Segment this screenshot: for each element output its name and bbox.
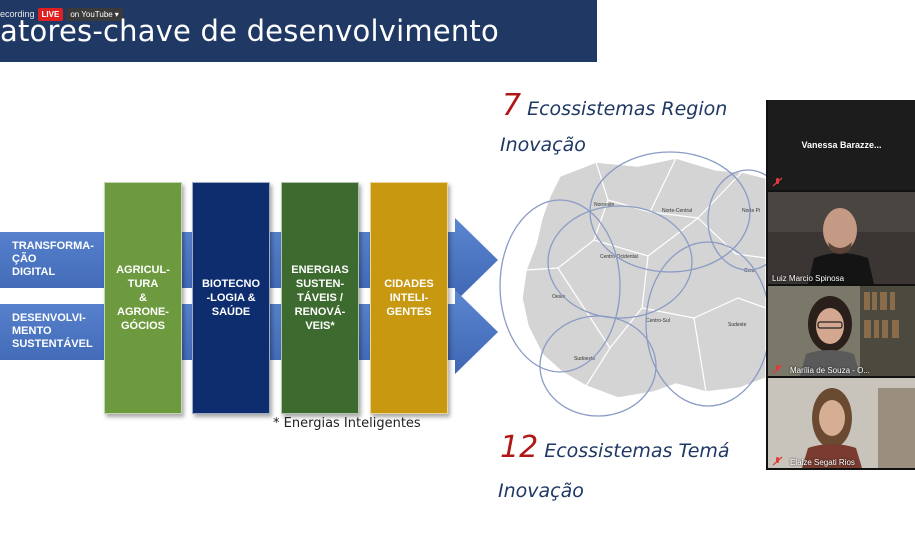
recording-label: ecording xyxy=(0,9,35,19)
map-label-noroeste: Noroeste xyxy=(594,202,615,208)
map-label-norte-pioneiro: Norte Pi xyxy=(742,208,760,214)
participant-video-marilia xyxy=(768,286,915,376)
map-label-sudeste: Sudeste xyxy=(728,322,747,328)
participant-tile-elaize[interactable]: Elaize Segati Rios xyxy=(768,378,915,468)
chevron-down-icon: ▾ xyxy=(114,9,119,19)
map-state-outline xyxy=(521,157,767,399)
mic-muted-icon xyxy=(772,456,783,466)
regional-ecosystems-line2: Inovação xyxy=(500,134,586,156)
participant-tile-luiz[interactable]: Luiz Marcio Spinosa xyxy=(768,192,915,284)
participant-video-luiz xyxy=(768,192,915,284)
participant-name: Marília de Souza - O... xyxy=(790,366,871,375)
map-region-labels: Noroeste Norte-Central Norte Pi Centro-O… xyxy=(552,202,760,362)
map-label-centro-ocidental: Centro-Ocidental xyxy=(600,254,638,260)
video-participants-panel[interactable]: Vanessa Barazze... Luiz Marcio Spinosa xyxy=(766,100,915,470)
participant-name: Vanessa Barazze... xyxy=(801,140,882,150)
participant-name: Elaize Segati Rios xyxy=(790,458,855,467)
participant-tile-marilia[interactable]: Marília de Souza - O... xyxy=(768,286,915,376)
arrow-label-sustainable: DESENVOLVI- MENTO SUSTENTÁVEL xyxy=(12,312,93,350)
pillar-smart-cities: CIDADES INTELI- GENTES xyxy=(370,182,448,414)
participant-video-elaize xyxy=(768,378,915,468)
footnote: * Energias Inteligentes xyxy=(273,416,421,431)
regional-count: 7 xyxy=(502,88,522,123)
youtube-stream-button[interactable]: on YouTube ▾ xyxy=(66,7,123,21)
arrow-label-digital: TRANSFORMA- ÇÃO DIGITAL xyxy=(12,240,94,278)
regional-line1: Ecossistemas Region xyxy=(527,98,728,120)
participant-name: Luiz Marcio Spinosa xyxy=(772,274,845,283)
pillar-agriculture: AGRICUL- TURA & AGRONE- GÓCIOS xyxy=(104,182,182,414)
recording-indicator: ecording LIVE on YouTube ▾ xyxy=(0,6,123,22)
participant-tile-vanessa[interactable]: Vanessa Barazze... xyxy=(768,100,915,190)
map-label-sudoeste: Sudoeste xyxy=(574,356,595,362)
ecosystem-circles xyxy=(499,151,768,417)
mic-muted-icon xyxy=(772,364,783,374)
youtube-label: on YouTube xyxy=(70,9,113,19)
thematic-ecosystems-line2: Inovação xyxy=(498,480,584,502)
map-label-oeste: Oeste xyxy=(552,294,566,300)
thematic-count: 12 xyxy=(500,430,539,465)
mic-muted-icon xyxy=(772,177,783,187)
pillar-energy: ENERGIAS SUSTEN- TÁVEIS / RENOVÁ- VEIS* xyxy=(281,182,359,414)
parana-regions-map: Noroeste Norte-Central Norte Pi Centro-O… xyxy=(499,151,768,417)
slide-title-bar: ecording LIVE on YouTube ▾ atores-chave … xyxy=(0,0,597,62)
thematic-line1: Ecossistemas Temá xyxy=(544,440,730,462)
map-label-norte-central: Norte-Central xyxy=(662,208,692,214)
live-badge[interactable]: LIVE xyxy=(37,7,64,21)
pillar-biotechnology: BIOTECNO -LOGIA & SAÚDE xyxy=(192,182,270,414)
map-label-centro-oriental: Centr xyxy=(744,268,757,274)
map-label-centro-sul: Centro-Sul xyxy=(646,318,670,324)
slide-title: atores-chave de desenvolvimento xyxy=(0,14,499,48)
